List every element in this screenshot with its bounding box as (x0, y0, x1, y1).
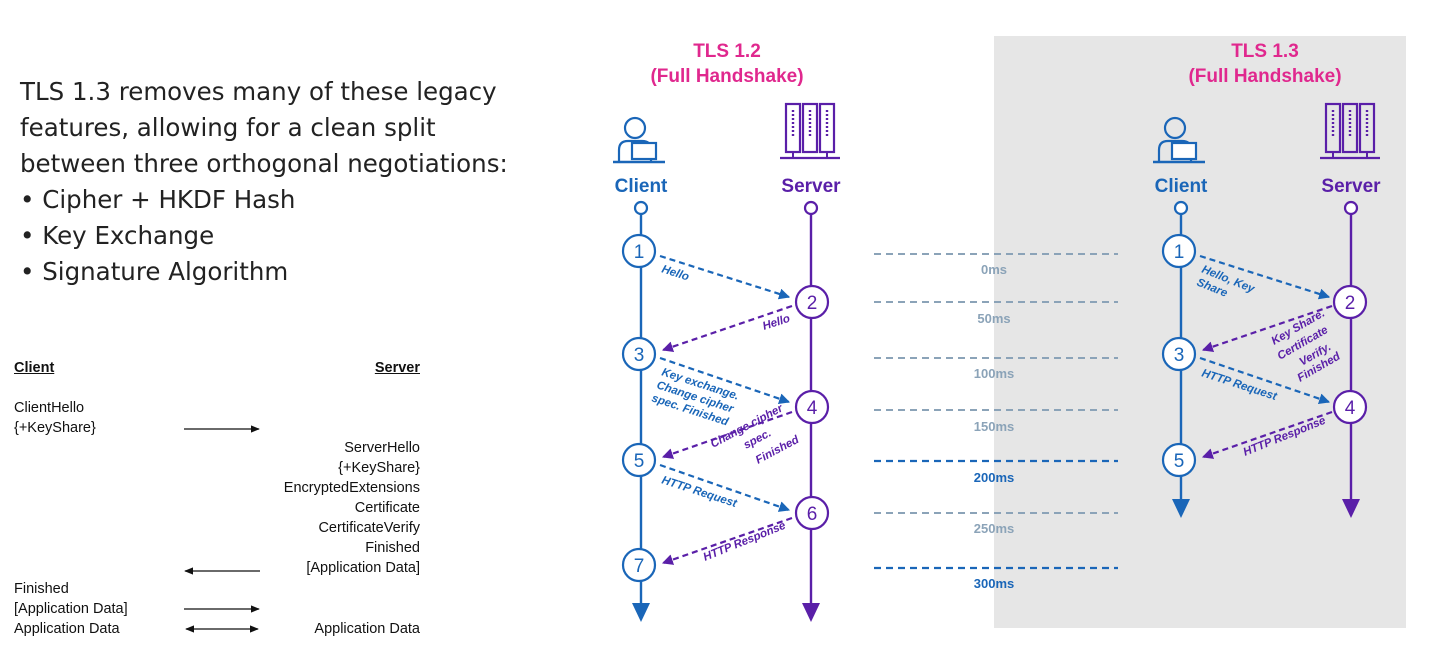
tls13-panel (994, 36, 1406, 628)
intro-line: TLS 1.3 removes many of these legacy (20, 77, 497, 106)
tls12-step-5: 5 (634, 451, 645, 472)
flow-certificate: Certificate (354, 500, 420, 516)
timeline-label-250ms: 250ms (974, 521, 1014, 536)
flow-client-header: Client (14, 360, 55, 376)
intro-text: TLS 1.3 removes many of these legacy fea… (20, 74, 580, 290)
tls13-step-1: 1 (1174, 242, 1185, 263)
tls12-step-4: 4 (807, 398, 818, 419)
tls12-server-label: Server (781, 176, 841, 197)
tls12-step-2-circle (794, 284, 830, 320)
flow-server-header: Server (374, 360, 420, 376)
server-rack-icon (778, 102, 842, 160)
tls12-step-2: 2 (807, 293, 818, 314)
flow-server-finished: Finished (365, 540, 420, 556)
tls13-step-2: 2 (1345, 293, 1356, 314)
tls13-step-5-circle (1161, 442, 1197, 478)
tls13-client-label: Client (1155, 176, 1208, 197)
intro-bullet-key-exchange: • Key Exchange (20, 221, 215, 250)
tls12-http-response-arrow (661, 516, 793, 565)
tls13-step-2-circle (1332, 284, 1368, 320)
tls12-hello-arrow (659, 254, 791, 300)
tls12-step-3: 3 (634, 345, 645, 366)
intro-line: features, allowing for a clean split (20, 113, 436, 142)
flow-client-application-data: Application Data (14, 621, 120, 637)
tls12-step-7: 7 (634, 556, 645, 577)
tls13-server-origin (1343, 200, 1359, 216)
tls13-step-4: 4 (1345, 398, 1356, 419)
tls12-hello-reply-arrow (661, 304, 793, 353)
flow-client-hello: ClientHello (14, 400, 85, 416)
tls12-step-7-circle (621, 547, 657, 583)
timeline-label-100ms: 100ms (974, 366, 1014, 381)
tls13-http-response-arrow (1201, 410, 1333, 459)
intro-line: between three orthogonal negotiations: (20, 149, 508, 178)
flow-encrypted-extensions: EncryptedExtensions (283, 480, 420, 496)
intro-bullet-signature: • Signature Algorithm (20, 257, 289, 286)
timeline-label-50ms: 50ms (977, 311, 1010, 326)
intro-bullet-cipher: • Cipher + HKDF Hash (20, 185, 296, 214)
flow-server-application-data: Application Data (314, 621, 420, 637)
tls13-step-3: 3 (1174, 345, 1185, 366)
flow-client-keyshare: {+KeyShare} (14, 420, 96, 436)
tls12-step-1: 1 (634, 242, 645, 263)
flow-server-app-data: [Application Data] (306, 560, 420, 576)
flow-arrows (184, 425, 260, 633)
tls12-server-lifeline-arrow (802, 603, 820, 622)
tls12-client-label: Client (615, 176, 668, 197)
flow-client-app-data: [Application Data] (14, 601, 128, 617)
flow-client-finished: Finished (14, 581, 69, 597)
tls13-hello-keyshare-arrow (1199, 254, 1331, 300)
message-flow: Client Server ClientHello {+KeyShare} Se… (14, 360, 424, 650)
timeline-label-300ms: 300ms (974, 576, 1014, 591)
tls13-title: TLS 1.3 (1231, 41, 1299, 62)
tls13-step-5: 5 (1174, 451, 1185, 472)
timeline-label-200ms: 200ms (974, 470, 1014, 485)
tls13-client-origin (1173, 200, 1189, 216)
tls13-server-label: Server (1321, 176, 1381, 197)
tls13-step-3-circle (1161, 336, 1197, 372)
tls12-step-4-circle (794, 389, 830, 425)
tls12-step-1-circle (621, 233, 657, 269)
tls13-http-request-arrow (1199, 356, 1331, 405)
timeline-label-0ms: 0ms (981, 262, 1007, 277)
tls12-step-6-circle (794, 495, 830, 531)
tls12-http-request-arrow (659, 463, 791, 512)
tls12-step-5-circle (621, 442, 657, 478)
flow-server-keyshare: {+KeyShare} (338, 460, 420, 476)
tls12-client-lifeline-arrow (632, 603, 650, 622)
timeline-label-150ms: 150ms (974, 419, 1014, 434)
tls12-key-exchange-arrow (659, 356, 791, 405)
timeline: 0ms 50ms 100ms 150ms 200ms 250ms 300ms (874, 253, 1118, 591)
tls13-client-lifeline-arrow (1172, 499, 1190, 518)
tls12-subtitle: (Full Handshake) (650, 66, 803, 87)
tls12-step-3-circle (621, 336, 657, 372)
client-person-laptop-icon (611, 116, 667, 164)
tls12-msg-http-response: HTTP Response (702, 520, 788, 564)
tls12-title: TLS 1.2 (693, 41, 761, 62)
tls12-section: TLS 1.2 (Full Handshake) Client Server H… (611, 41, 842, 622)
flow-server-hello: ServerHello (344, 440, 420, 456)
tls12-msg-hello-server: Hello (761, 313, 791, 333)
flow-certificate-verify: CertificateVerify (318, 520, 420, 536)
tls12-change-cipher-arrow (661, 410, 793, 459)
tls12-client-origin (633, 200, 649, 216)
tls13-server-lifeline-arrow (1342, 499, 1360, 518)
tls12-step-6: 6 (807, 504, 818, 525)
tls12-msg-hello-client: Hello (660, 263, 690, 283)
tls13-step-1-circle (1161, 233, 1197, 269)
tls13-server-reply-arrow (1201, 304, 1333, 353)
tls13-step-4-circle (1332, 389, 1368, 425)
tls13-subtitle: (Full Handshake) (1188, 66, 1341, 87)
tls12-server-origin (803, 200, 819, 216)
